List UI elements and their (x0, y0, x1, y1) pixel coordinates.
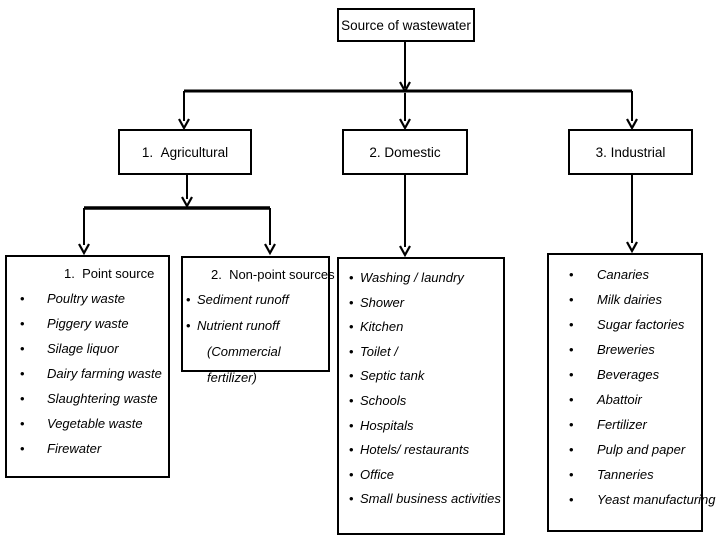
list-item: Slaughtering waste (7, 386, 168, 411)
list-item: Kitchen (339, 315, 503, 340)
list-item: Yeast manufacturing (549, 487, 716, 512)
list-item: Breweries (549, 337, 701, 362)
industrial-list-box: CanariesMilk dairiesSugar factoriesBrewe… (547, 253, 716, 532)
list-item: Schools (339, 389, 503, 414)
point-source-title: 1. Point source (64, 266, 155, 281)
list-item: Nutrient runoff (183, 313, 328, 339)
non-point-sources-box: 2. Non-point sources Sediment runoffNutr… (181, 256, 335, 385)
list-item: Silage liquor (7, 336, 168, 361)
domestic-list: Washing / laundryShowerKitchenToilet /Se… (339, 266, 503, 512)
list-item: Hotels/ restaurants (339, 438, 503, 463)
point-source-list: Poultry wastePiggery wasteSilage liquorD… (7, 286, 168, 461)
list-item: Vegetable waste (7, 411, 168, 436)
node-domestic-label: 2. Domestic (369, 144, 441, 160)
non-point-sources-list: Sediment runoffNutrient runoff (183, 287, 328, 339)
node-industrial-label: 3. Industrial (595, 144, 666, 160)
industrial-list: CanariesMilk dairiesSugar factoriesBrewe… (549, 262, 716, 512)
list-item: Septic tank (339, 364, 503, 389)
non-point-note: (Commercial fertilizer) (207, 344, 281, 385)
point-source-box: 1. Point source Poultry wastePiggery was… (5, 255, 170, 478)
list-item: Small business activities (339, 487, 503, 512)
root-node-source-of-wastewater: Source of wastewater (337, 8, 475, 42)
root-node-label: Source of wastewater (341, 17, 471, 33)
list-item: Beverages (549, 362, 701, 387)
domestic-list-box: Washing / laundryShowerKitchenToilet /Se… (337, 257, 505, 535)
node-agricultural-label: 1. Agricultural (141, 144, 229, 160)
list-item: Piggery waste (7, 311, 168, 336)
list-item: Tanneries (549, 462, 701, 487)
list-item: Firewater (7, 436, 168, 461)
node-agricultural: 1. Agricultural (118, 129, 252, 175)
list-item: Washing / laundry (339, 266, 503, 291)
list-item: Pulp and paper (549, 437, 701, 462)
node-domestic: 2. Domestic (342, 129, 468, 175)
list-item: Sugar factories (549, 312, 701, 337)
list-item: Sediment runoff (183, 287, 328, 313)
list-item: Canaries (549, 262, 701, 287)
list-item: Dairy farming waste (7, 361, 168, 386)
list-item: Milk dairies (549, 287, 701, 312)
list-item: Abattoir (549, 387, 701, 412)
list-item: Toilet / (339, 340, 503, 365)
non-point-sources-title: 2. Non-point sources (211, 267, 335, 282)
list-item: Shower (339, 291, 503, 316)
list-item: Fertilizer (549, 412, 701, 437)
list-item: Poultry waste (7, 286, 168, 311)
list-item: Office (339, 463, 503, 488)
node-industrial: 3. Industrial (568, 129, 693, 175)
list-item: Hospitals (339, 414, 503, 439)
